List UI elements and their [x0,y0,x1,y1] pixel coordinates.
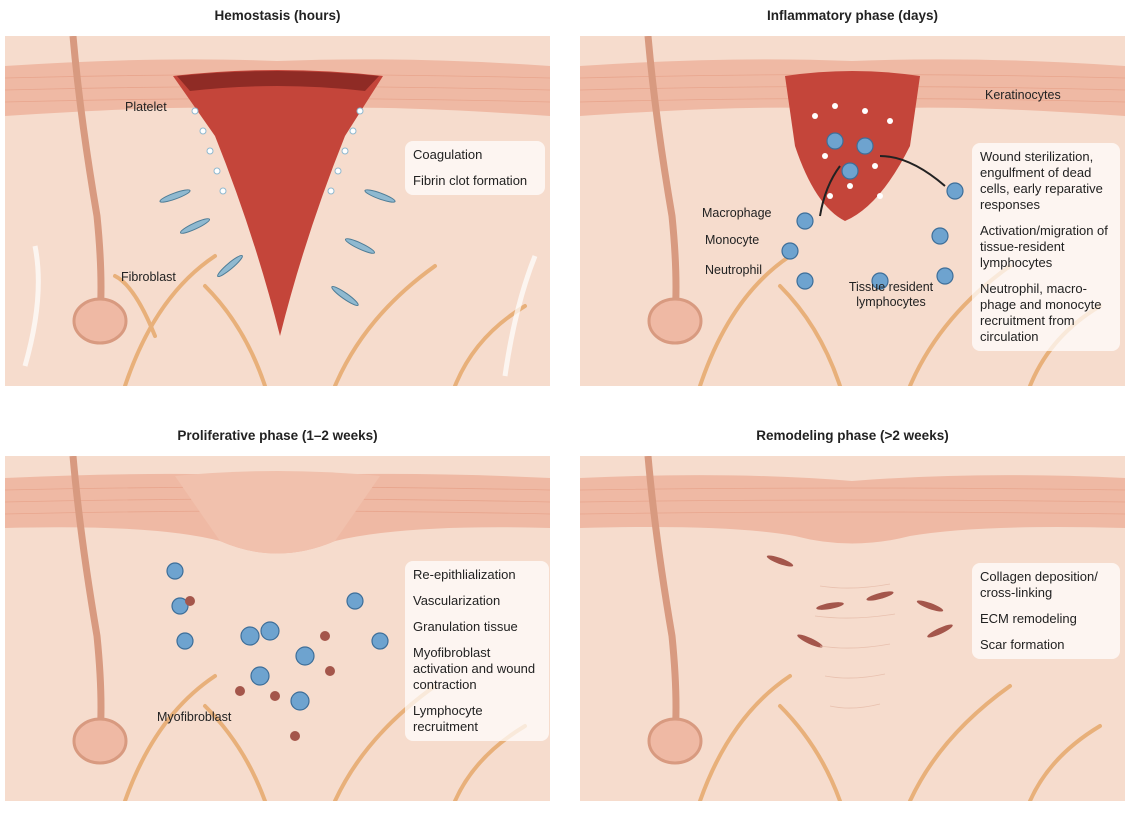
step-myofibroblast-activation: Myofibroblast activation and wound contr… [413,645,541,693]
step-lymphocyte-recruitment: Lymphocyte recruitment [413,703,541,735]
panel-title: Proliferative phase (1–2 weeks) [5,428,550,443]
platelet-label: Platelet [125,100,167,115]
panel-inflammatory: Inflammatory phase (days) Keratinocytes [580,8,1125,393]
monocyte-label: Monocyte [705,233,759,248]
inflammatory-steps-box: Wound sterilization, engulfment of dead … [972,143,1120,351]
step-vascularization: Vascularization [413,593,541,609]
proliferative-steps-box: Re-epithlialization Vascularization Gran… [405,561,549,741]
step-collagen-deposition: Collagen deposition/ cross-linking [980,569,1112,601]
step-coagulation: Coagulation [413,147,537,163]
keratinocytes-label: Keratinocytes [985,88,1061,103]
remodeling-steps-box: Collagen deposition/ cross-linking ECM r… [972,563,1120,659]
myofibroblast-label: Myofibroblast [157,710,231,725]
neutrophil-label: Neutrophil [705,263,762,278]
step-recruitment: Neutrophil, macro-phage and monocyte rec… [980,281,1112,345]
step-granulation-tissue: Granulation tissue [413,619,541,635]
panel-title: Remodeling phase (>2 weeks) [580,428,1125,443]
step-ecm-remodeling: ECM remodeling [980,611,1112,627]
step-wound-sterilization: Wound sterilization, engulfment of dead … [980,149,1112,213]
step-re-epithelialization: Re-epithlialization [413,567,541,583]
panel-title: Hemostasis (hours) [5,8,550,23]
fibroblast-label: Fibroblast [121,270,176,285]
panel-title: Inflammatory phase (days) [580,8,1125,23]
step-scar-formation: Scar formation [980,637,1112,653]
step-lymphocyte-activation: Activation/migration of tissue-resident … [980,223,1112,271]
panel-hemostasis: Hemostasis (hours) [5,8,550,393]
hemostasis-steps-box: Coagulation Fibrin clot formation [405,141,545,195]
tissue-resident-lymphocytes-label: Tissue resident lymphocytes [846,280,936,310]
panel-remodeling: Remodeling phase (>2 weeks) Collagen dep… [580,428,1125,813]
hemostasis-illustration [5,36,550,386]
macrophage-label: Macrophage [702,206,772,221]
step-fibrin-clot: Fibrin clot formation [413,173,537,189]
panel-proliferative: Proliferative phase (1–2 weeks) Myofibro… [5,428,550,813]
